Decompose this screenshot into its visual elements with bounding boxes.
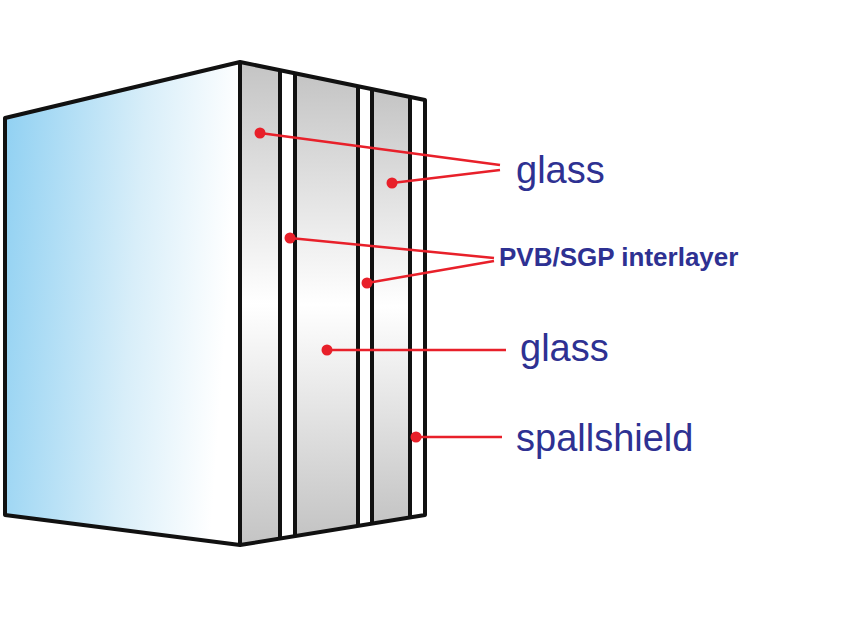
callout-label: PVB/SGP interlayer [499,243,738,272]
callout-label: spallshield [516,418,693,460]
callout-dot [255,128,422,443]
interlayer [280,70,295,538]
callout-label: glass [516,150,605,192]
interlayer [358,86,372,526]
spallshield-layer [410,97,425,518]
glass-layer [372,89,410,523]
outline [5,62,425,545]
leader-line [260,133,506,437]
callout-label: glass [520,328,609,370]
glass-face [5,62,240,545]
